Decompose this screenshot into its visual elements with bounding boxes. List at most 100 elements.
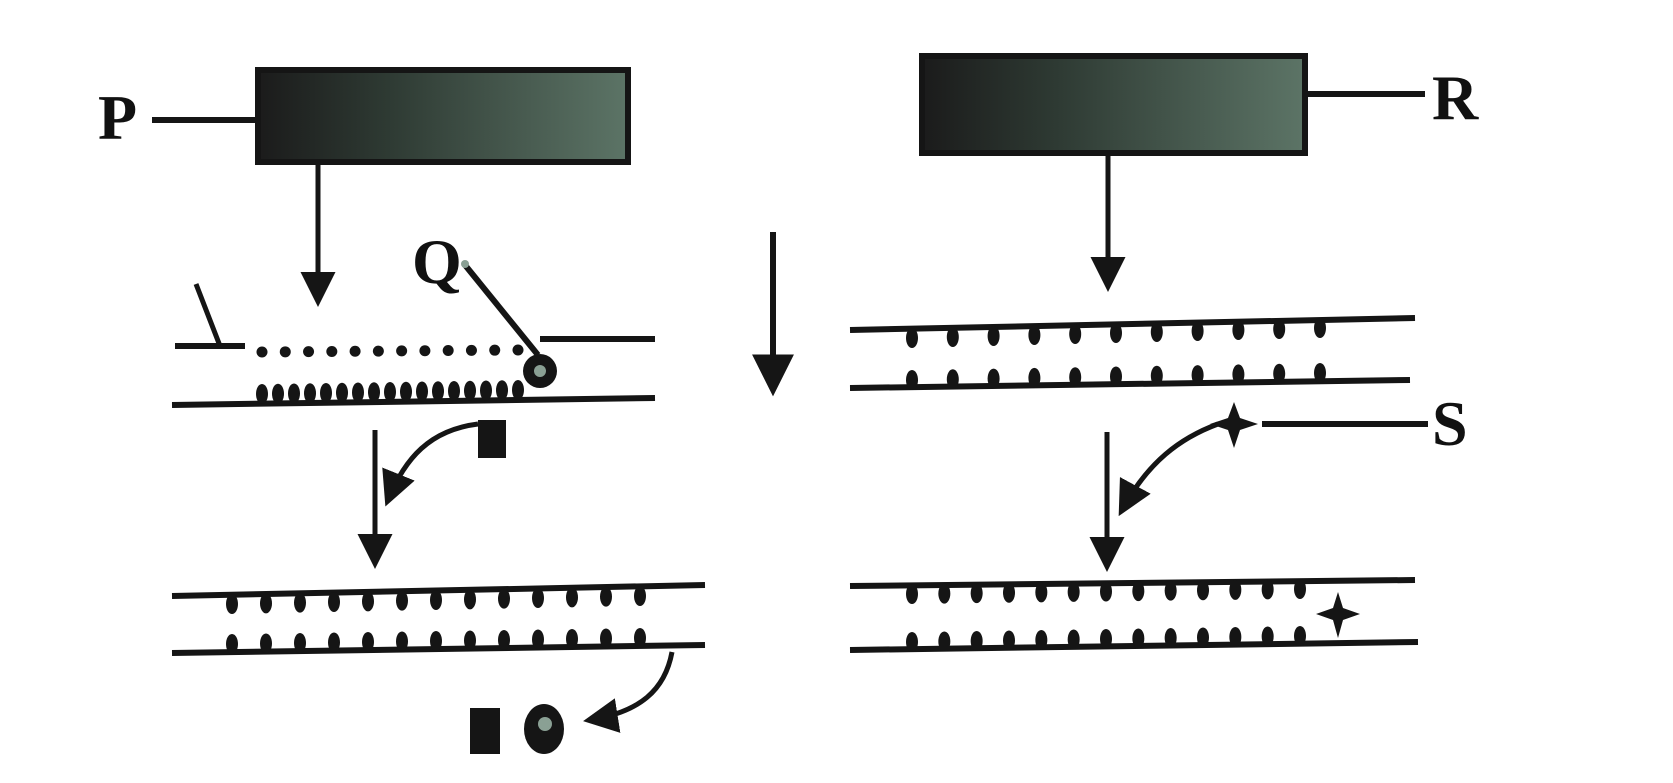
- nucleotide-bump: [288, 383, 300, 404]
- repaired-upper-bases: [226, 586, 646, 614]
- nucleotide-bump: [256, 384, 268, 404]
- nucleotide-bump: [304, 383, 316, 404]
- nucleotide-bump: [1003, 582, 1015, 603]
- nucleotide-bump: [970, 583, 983, 604]
- nucleotide-bump: [512, 380, 524, 400]
- nucleotide-bump: [1150, 322, 1163, 342]
- nucleotide-bump: [416, 381, 428, 402]
- nucleotide-bump: [1035, 630, 1048, 650]
- nucleotide-bump: [600, 586, 612, 607]
- nucleotide-bump: [1314, 363, 1326, 383]
- nucleotide-bump: [1229, 627, 1242, 647]
- nucleotide-bump: [1100, 581, 1112, 602]
- nucleotide-bump: [1110, 366, 1122, 387]
- damaged-site-q-core: [534, 365, 546, 377]
- nucleotide-bump: [260, 593, 272, 614]
- nucleotide-bump: [430, 590, 442, 610]
- nucleotide-bump: [464, 589, 476, 610]
- label-r: R: [1432, 62, 1479, 133]
- nucleotide-bump: [1314, 318, 1326, 338]
- released-damaged-base-core: [538, 717, 552, 731]
- nucleotide-bump: [1150, 365, 1163, 386]
- nucleotide-bump: [226, 634, 238, 654]
- nucleotide-dot: [442, 345, 454, 357]
- nucleotide-bump: [498, 630, 510, 650]
- nucleotide-bump: [272, 383, 284, 404]
- nucleotide-dot: [326, 345, 338, 357]
- leader-line-q: [462, 263, 541, 357]
- nucleotide-bump: [1294, 579, 1306, 599]
- nucleotide-dot: [372, 345, 384, 357]
- nucleotide-bump: [566, 629, 578, 649]
- repaired-lower-bases: [226, 628, 646, 654]
- nucleotide-bump: [1164, 628, 1177, 648]
- nucleotide-bump: [946, 369, 959, 390]
- newly-synthesized-dots: [256, 344, 524, 358]
- nucleotide-bump: [1197, 627, 1209, 648]
- correct-base-star-s: [1210, 402, 1258, 448]
- nucleotide-bump: [336, 382, 348, 403]
- nucleotide-dot: [349, 345, 361, 357]
- nucleotide-bump: [328, 632, 340, 653]
- nucleotide-bump: [987, 368, 1000, 389]
- nucleotide-bump: [1261, 626, 1274, 647]
- nucleotide-bump: [1273, 363, 1286, 384]
- nucleotide-bump: [532, 629, 544, 650]
- nucleotide-bump: [906, 370, 918, 390]
- leader-line-q-tip: [461, 260, 469, 268]
- nucleotide-bump: [1028, 367, 1041, 388]
- nucleotide-bump: [1229, 579, 1242, 600]
- nucleotide-dot: [303, 346, 315, 358]
- nucleotide-dot: [465, 344, 477, 356]
- nucleotide-bump: [1069, 367, 1082, 388]
- nucleotide-bump: [906, 328, 918, 348]
- filled-lower-bases: [906, 626, 1306, 652]
- nucleotide-bump: [396, 590, 408, 611]
- gapped-upper-bases: [906, 318, 1326, 348]
- nucleotide-bump: [294, 633, 306, 653]
- nucleotide-bump: [496, 380, 508, 401]
- nucleotide-bump: [970, 631, 983, 651]
- nucleotide-dot: [512, 344, 524, 356]
- nucleotide-bump: [260, 633, 272, 654]
- nucleotide-bump: [1067, 581, 1080, 602]
- nucleotide-bump: [448, 381, 460, 401]
- enzyme-block-r: [919, 53, 1308, 156]
- released-square: [470, 708, 500, 754]
- nucleotide-bump: [1003, 630, 1015, 651]
- nucleotide-bump: [1232, 320, 1245, 340]
- nucleotide-bump: [1132, 581, 1145, 602]
- nucleotide-bump: [532, 588, 544, 608]
- strand-leader-line: [175, 283, 224, 349]
- strand-3-lower: [849, 377, 1411, 391]
- nucleotide-dot: [489, 344, 501, 356]
- nucleotide-bump: [987, 326, 1000, 346]
- nucleotide-bump: [328, 592, 340, 612]
- nucleotide-bump: [1197, 580, 1209, 601]
- strand-4-upper: [849, 577, 1416, 589]
- curved-arrow-excision: [382, 421, 479, 507]
- label-p: P: [98, 82, 138, 153]
- nucleotide-bump: [396, 631, 408, 652]
- nucleotide-bump: [352, 382, 364, 403]
- nucleotide-bump: [1273, 319, 1286, 339]
- excised-fragment: [478, 420, 506, 458]
- nucleotide-bump: [1164, 580, 1177, 601]
- nucleotide-bump: [362, 591, 374, 612]
- nucleotide-bump: [1132, 628, 1145, 649]
- filled-upper-bases: [906, 579, 1306, 604]
- nucleotide-bump: [1191, 365, 1204, 386]
- label-q: Q: [412, 226, 462, 297]
- nucleotide-bump: [498, 588, 510, 609]
- gapped-lower-bases: [906, 363, 1326, 390]
- curved-arrow-insertion: [1118, 421, 1219, 517]
- nucleotide-dot: [256, 346, 268, 358]
- nucleotide-bump: [480, 380, 492, 401]
- nucleotide-bump: [946, 327, 959, 347]
- nucleotide-dot: [279, 346, 291, 358]
- strand-1-lower: [171, 395, 656, 408]
- strand-3-upper: [849, 315, 1416, 333]
- nucleotide-bump: [566, 587, 578, 608]
- nucleotide-bump: [362, 632, 374, 652]
- nucleotide-bump: [1261, 579, 1274, 600]
